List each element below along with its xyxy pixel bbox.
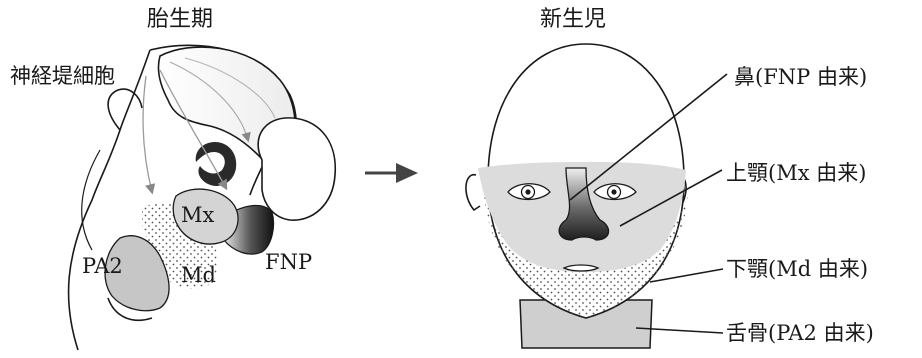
neural-crest-arrow-3 — [169, 61, 251, 143]
embryo-illustration — [67, 44, 336, 351]
eye-right — [593, 183, 637, 201]
mx-label: Mx — [181, 203, 215, 227]
maxilla-leader — [619, 169, 723, 227]
embryo-eye — [195, 142, 237, 187]
transition-arrow — [365, 163, 418, 183]
neural-crest-arrow-1 — [142, 75, 156, 195]
embryo-forebrain — [257, 117, 336, 221]
nose-leader — [569, 73, 728, 201]
nose-label: 鼻(FNP 由来) — [734, 65, 867, 89]
md-label: Md — [181, 263, 216, 287]
newborn-mouth — [562, 264, 600, 272]
maxilla-label: 上顎(Mx 由来) — [726, 161, 866, 185]
neural-crest-arrow-4 — [184, 57, 276, 119]
neural-crest-label: 神経堤細胞 — [10, 64, 115, 88]
hyoid-label: 舌骨(PA2 由来) — [726, 321, 874, 345]
fnp-label: FNP — [265, 250, 312, 274]
mandible-label: 下顎(Md 由来) — [726, 257, 868, 281]
newborn-mandible-region — [484, 194, 688, 318]
neural-crest-arrow-2 — [159, 69, 228, 191]
mx-region — [172, 188, 239, 245]
pa2-region — [104, 235, 170, 312]
eye-left — [507, 183, 551, 201]
newborn-title: 新生児 — [540, 7, 606, 32]
embryo-title: 胎生期 — [147, 7, 213, 32]
pa2-label: PA2 — [82, 254, 123, 278]
newborn-illustration — [465, 43, 688, 349]
hyoid-leader — [635, 327, 724, 334]
newborn-nose — [558, 167, 610, 241]
mandible-leader — [649, 268, 724, 283]
